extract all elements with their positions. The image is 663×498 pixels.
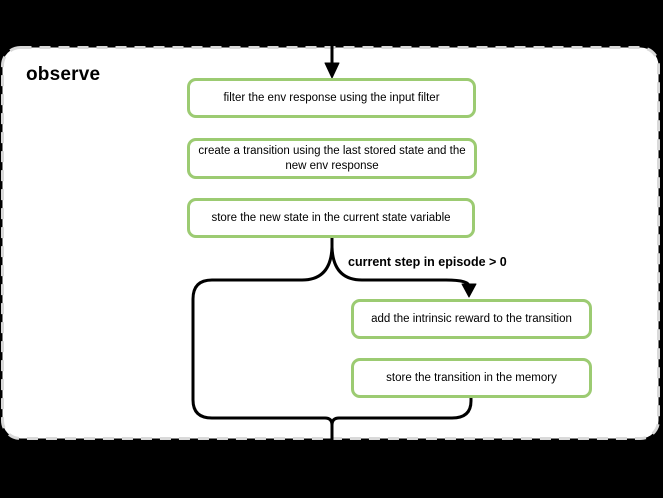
node-filter-env-response: filter the env response using the input … (187, 78, 476, 118)
node-add-intrinsic-reward: add the intrinsic reward to the transiti… (351, 299, 592, 339)
node-label: store the new state in the current state… (211, 211, 451, 224)
node-store-transition-memory: store the transition in the memory (351, 358, 592, 398)
node-label: create a transition using the last store… (198, 145, 466, 172)
node-label: filter the env response using the input … (223, 91, 440, 104)
true-branch-arrowhead-icon (461, 283, 477, 298)
true-branch-connector (330, 246, 471, 287)
node-store-new-state: store the new state in the current state… (187, 198, 475, 238)
false-branch-connector (191, 246, 334, 442)
branch-condition-label: current step in episode > 0 (348, 255, 507, 269)
memory-to-exit-connector (330, 397, 473, 442)
group-title: observe (26, 64, 101, 85)
node-label: add the intrinsic reward to the transiti… (371, 312, 572, 325)
node-create-transition: create a transition using the last store… (187, 138, 477, 179)
entry-arrowhead-icon (324, 62, 340, 79)
node-label: store the transition in the memory (386, 371, 557, 384)
